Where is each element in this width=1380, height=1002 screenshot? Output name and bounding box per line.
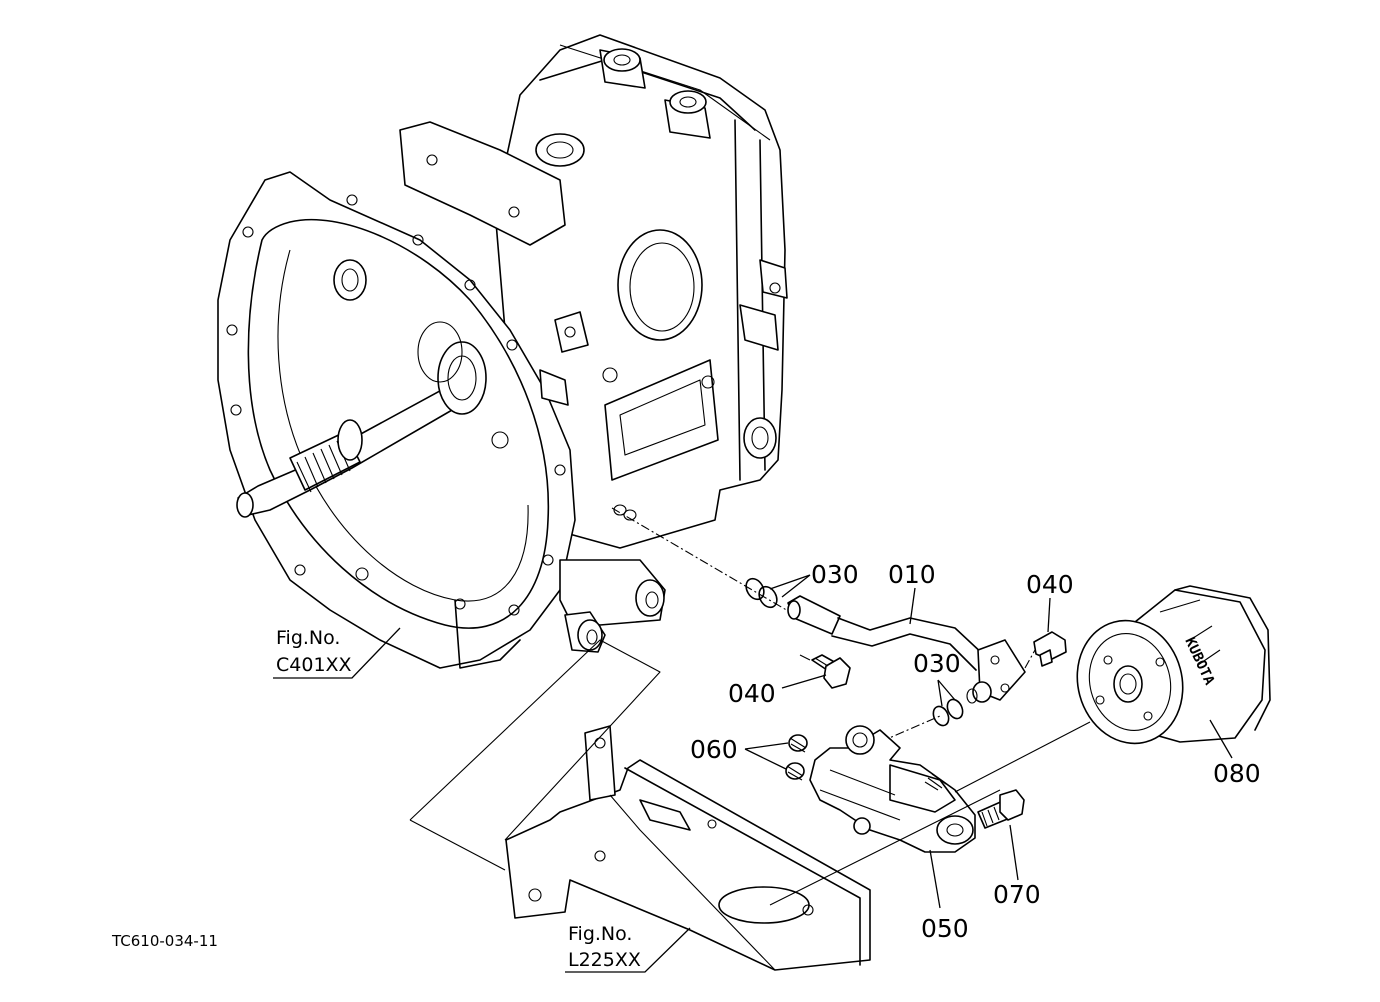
o-ring-030-upper [745, 577, 778, 609]
bolt-070 [977, 789, 1025, 829]
oil-filter-080: KUBOTA [1076, 585, 1271, 745]
figure-ref-c401xx: Fig.No. C401XX [273, 627, 401, 679]
leader-030-lower [937, 679, 956, 707]
figure-ref-number: C401XX [276, 654, 352, 676]
side-opening [617, 229, 703, 341]
leader-010 [909, 587, 916, 625]
part-label-070: 070 [993, 880, 1041, 909]
leader-060 [744, 742, 789, 770]
part-label-080: 080 [1213, 759, 1261, 788]
reference-plane [409, 639, 1001, 906]
figure-ref-l225xx: Fig.No. L225XX [565, 923, 691, 973]
part-label-030-lower: 030 [913, 649, 961, 678]
bolt-040-right [1033, 631, 1067, 667]
top-port [535, 133, 585, 167]
filter-bracket-050 [809, 725, 976, 853]
oil-pipe-010 [787, 595, 1026, 704]
part-label-050: 050 [921, 914, 969, 943]
input-shaft [236, 321, 487, 518]
leader-050 [929, 849, 941, 909]
figure-ref-title: Fig.No. [568, 923, 632, 945]
leader-040-right [1047, 597, 1051, 633]
plug-060-upper [788, 734, 808, 753]
bolt-040-left [811, 654, 851, 689]
drawing-code: TC610-034-11 [111, 932, 218, 950]
part-label-040-right: 040 [1026, 570, 1074, 599]
leader-070 [1009, 824, 1019, 881]
figure-ref-number: L225XX [568, 949, 641, 971]
top-bolt-boss [599, 48, 711, 139]
part-label-010: 010 [888, 560, 936, 589]
plug-060-lower [785, 762, 805, 781]
leader-030-upper [769, 574, 811, 598]
part-label-030-upper: 030 [811, 560, 859, 589]
base-plate [505, 725, 871, 971]
part-label-060: 060 [690, 735, 738, 764]
transmission-case [217, 34, 788, 669]
leader-040-left [781, 674, 827, 689]
centerline-pipe [611, 507, 796, 616]
part-label-040-left: 040 [728, 679, 776, 708]
leader-080 [1209, 719, 1233, 759]
figure-ref-title: Fig.No. [276, 627, 340, 649]
o-ring-030-lower [932, 698, 964, 727]
